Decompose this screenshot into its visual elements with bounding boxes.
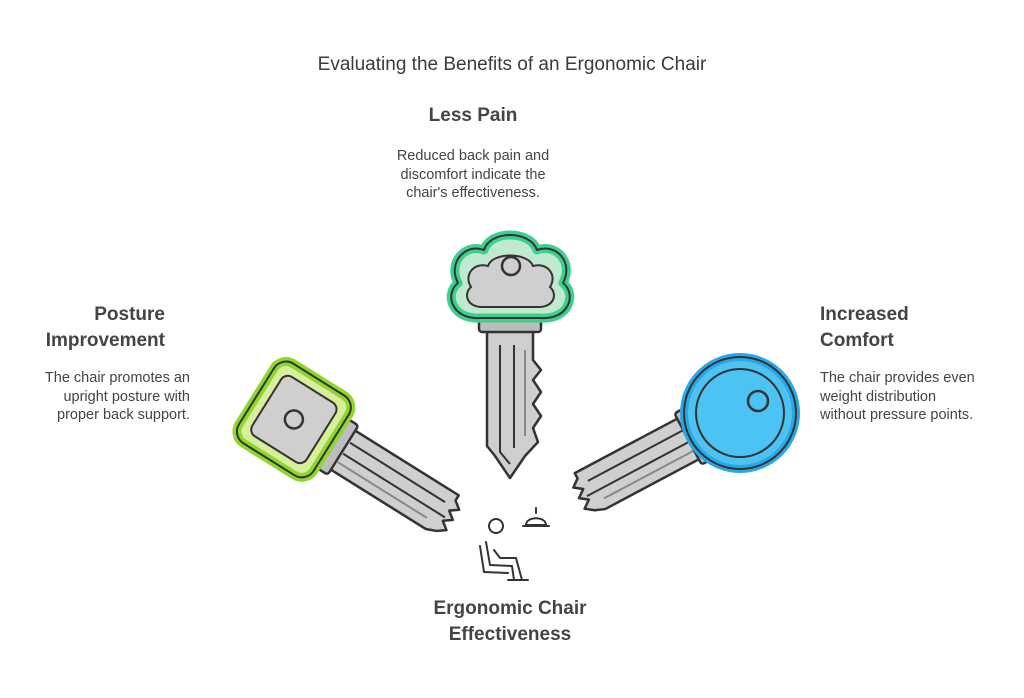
posture-improvement-description: The chair promotes an upright posture wi… (44, 370, 190, 423)
service-bell-icon (522, 507, 550, 527)
increased-comfort-heading: Increased Comfort (820, 304, 909, 351)
person-seated-chair-icon (479, 518, 529, 581)
less-pain-heading: Less Pain (428, 105, 518, 126)
less-pain-description: Reduced back pain and discomfort indicat… (396, 148, 550, 201)
blue-key-bow (680, 353, 800, 473)
increased-comfort-description: The chair provides even weight distribut… (820, 370, 975, 423)
center-heading: Ergonomic Chair Effectiveness (433, 598, 587, 645)
diagram-title: Evaluating the Benefits of an Ergonomic … (317, 54, 707, 75)
lime-key-icon (232, 357, 461, 533)
green-key-icon (446, 230, 575, 480)
posture-improvement-heading: Posture Improvement (45, 304, 165, 351)
